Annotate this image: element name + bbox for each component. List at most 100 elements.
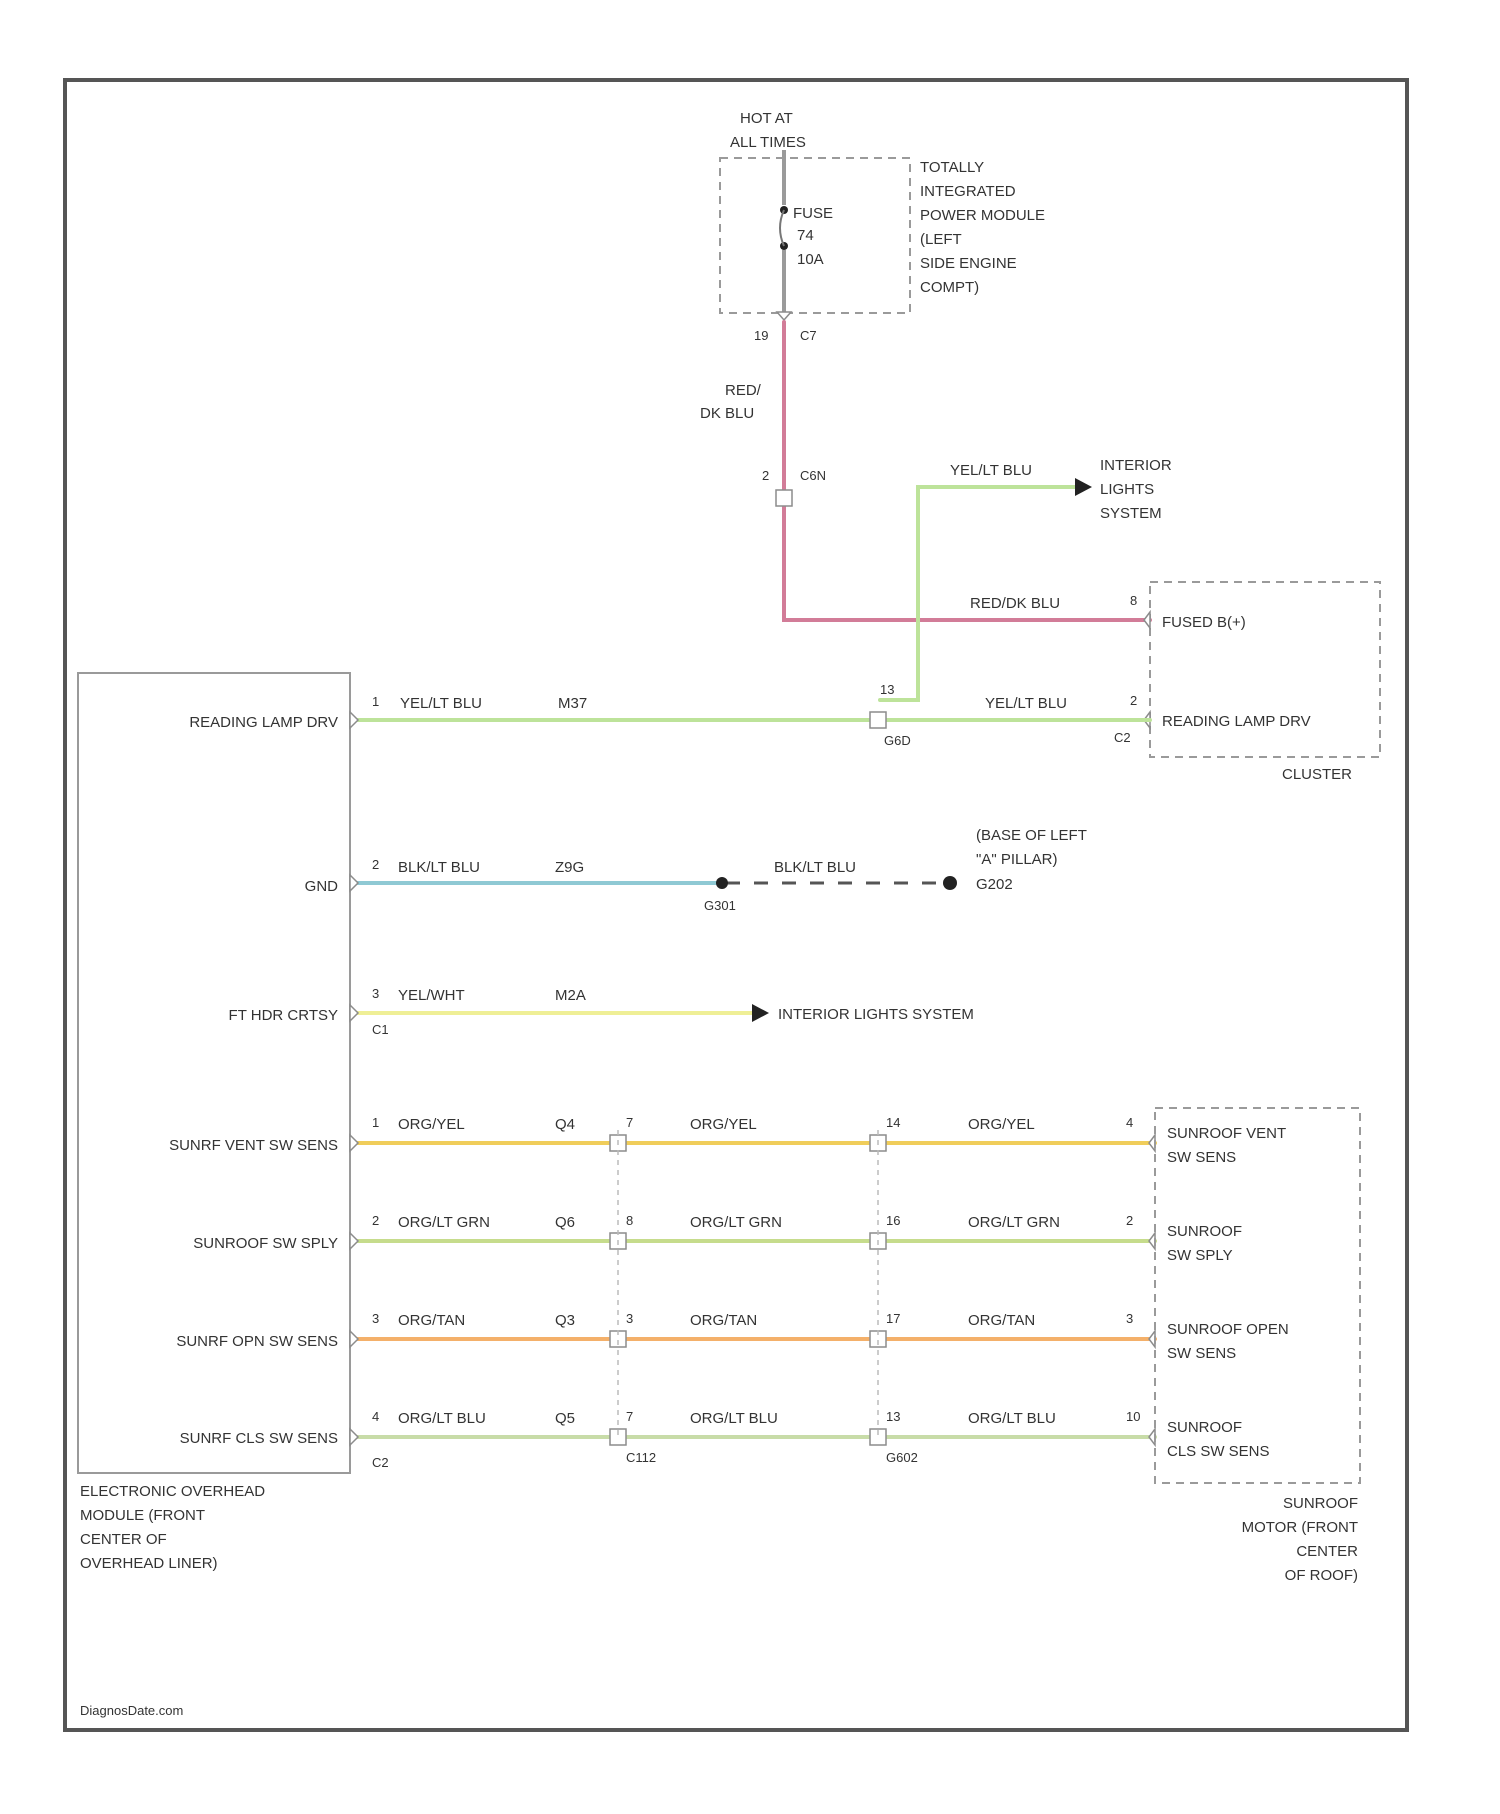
crtsy-arrow (752, 1004, 769, 1022)
tipm-label-4: (LEFT (920, 231, 962, 248)
reading-pin: 1 (372, 694, 379, 709)
gnd-pin: 2 (372, 857, 379, 872)
cluster-fused-b: FUSED B(+) (1162, 614, 1246, 631)
tipm-pin (777, 312, 791, 320)
sunroof-wire-3-color-a: ORG/TAN (398, 1312, 465, 1329)
sunroof-wire-1-pin-c: 14 (886, 1115, 900, 1130)
sunroof-wire-3-pin-a: 3 (372, 1311, 379, 1326)
sunroof-wire-4-color-a: ORG/LT BLU (398, 1410, 486, 1427)
cluster-pin-2: 2 (1130, 693, 1137, 708)
gnd-circuit: Z9G (555, 859, 584, 876)
sunroof-wire-4-pin-d: 10 (1126, 1409, 1140, 1424)
sunroof-wire-3-color-c: ORG/TAN (968, 1312, 1035, 1329)
module-pin-3-shape (350, 1005, 358, 1021)
motor-pin3-l1: SUNROOF OPEN (1167, 1321, 1289, 1338)
red-wire-label-1: RED/ (725, 382, 762, 399)
motor-pin2-l1: SUNROOF (1167, 1223, 1242, 1240)
ils-branch: YEL/LT BLU INTERIOR LIGHTS SYSTEM (880, 457, 1172, 700)
sunroof-wire-1-pin-a: 1 (372, 1115, 379, 1130)
sunroof-wire-4-color-b: ORG/LT BLU (690, 1410, 778, 1427)
sunroof-module-pin-3 (350, 1331, 358, 1347)
sunroof-module-pin-2 (350, 1233, 358, 1249)
module-pin-label-5: SUNROOF SW SPLY (193, 1235, 338, 1252)
g6d-splice (870, 712, 886, 728)
tipm-pin-number: 19 (754, 328, 768, 343)
sunroof-wire-2-color-c: ORG/LT GRN (968, 1214, 1060, 1231)
bottom-conn-g602: G602 (886, 1450, 918, 1465)
motor-pin1-l2: SW SENS (1167, 1149, 1236, 1166)
fuse-block: HOT AT ALL TIMES FUSE 74 10A TOTALLY INT… (720, 110, 1045, 343)
module-pin-label-6: SUNRF OPN SW SENS (176, 1333, 338, 1350)
motor-pin3-l2: SW SENS (1167, 1345, 1236, 1362)
motor-name-2: MOTOR (FRONT (1242, 1519, 1358, 1536)
g301-splice (716, 877, 728, 889)
reading-lamp-wire: 1 YEL/LT BLU M37 13 G6D YEL/LT BLU (350, 682, 1150, 748)
module-pin-1-shape (350, 712, 358, 728)
crtsy-dest: INTERIOR LIGHTS SYSTEM (778, 1006, 974, 1023)
sunroof-wire-1-pin-d: 4 (1126, 1115, 1133, 1130)
module-pin-label-1: READING LAMP DRV (189, 714, 338, 731)
ils-arrow (1075, 478, 1092, 496)
sunroof-wire-2-pin-a: 2 (372, 1213, 379, 1228)
sunroof-wire-2-color-a: ORG/LT GRN (398, 1214, 490, 1231)
g6d-name: G6D (884, 733, 911, 748)
module-name-3: CENTER OF (80, 1531, 167, 1548)
cluster: FUSED B(+) READING LAMP DRV 2 C2 CLUSTER (1114, 582, 1380, 783)
module-pin-label-7: SUNRF CLS SW SENS (180, 1430, 338, 1447)
hot-label-2: ALL TIMES (730, 134, 806, 151)
c6n-name: C6N (800, 468, 826, 483)
sunroof-wire-3-pin-c: 17 (886, 1311, 900, 1326)
sunroof-wire-3-circuit: Q3 (555, 1312, 575, 1329)
sunroof-wire-3-color-b: ORG/TAN (690, 1312, 757, 1329)
ils-dest-1: INTERIOR (1100, 457, 1172, 474)
module-name-1: ELECTRONIC OVERHEAD (80, 1483, 265, 1500)
sunroof-wire-4-pin-a: 4 (372, 1409, 379, 1424)
ils-branch-path (880, 487, 1075, 700)
g202-ground (943, 876, 957, 890)
g6d-pin: 13 (880, 682, 894, 697)
reading-right-color: YEL/LT BLU (985, 695, 1067, 712)
module-pin-label-3: FT HDR CRTSY (229, 1007, 338, 1024)
crtsy-circuit: M2A (555, 987, 586, 1004)
tipm-box (720, 158, 910, 313)
motor-name-1: SUNROOF (1283, 1495, 1358, 1512)
cluster-pin-8: 8 (1130, 593, 1137, 608)
red-wire: RED/ DK BLU 2 C6N RED/DK BLU 8 (700, 322, 1150, 620)
crtsy-conn: C1 (372, 1022, 389, 1037)
c6n-pin: 2 (762, 468, 769, 483)
tipm-connector: C7 (800, 328, 817, 343)
motor-pin2-l2: SW SPLY (1167, 1247, 1233, 1264)
module-name-4: OVERHEAD LINER) (80, 1555, 218, 1572)
motor-pin1-l1: SUNROOF VENT (1167, 1125, 1286, 1142)
tipm-label-6: COMPT) (920, 279, 979, 296)
sunroof-wire-3-pin-d: 3 (1126, 1311, 1133, 1326)
module-pin-2-shape (350, 875, 358, 891)
ils-dest-3: SYSTEM (1100, 505, 1162, 522)
sunroof-wire-2-circuit: Q6 (555, 1214, 575, 1231)
ground-note-1: (BASE OF LEFT (976, 827, 1087, 844)
fuse-symbol (780, 210, 784, 246)
overhead-module: READING LAMP DRV GND FT HDR CRTSY SUNRF … (78, 673, 350, 1572)
fuse-number: 74 (797, 227, 814, 244)
tipm-label-2: INTEGRATED (920, 183, 1016, 200)
sunroof-wire-4-circuit: Q5 (555, 1410, 575, 1427)
sunroof-wire-3-pin-b: 3 (626, 1311, 633, 1326)
tipm-label-5: SIDE ENGINE (920, 255, 1017, 272)
footer-watermark: DiagnosDate.com (80, 1703, 183, 1718)
sunroof-wire-2-color-b: ORG/LT GRN (690, 1214, 782, 1231)
module-name-2: MODULE (FRONT (80, 1507, 205, 1524)
g301-name: G301 (704, 898, 736, 913)
ils-branch-label: YEL/LT BLU (950, 462, 1032, 479)
sunroof-module-pin-1 (350, 1135, 358, 1151)
cluster-name: CLUSTER (1282, 766, 1352, 783)
reading-color: YEL/LT BLU (400, 695, 482, 712)
hot-label-1: HOT AT (740, 110, 793, 127)
cluster-reading-lamp: READING LAMP DRV (1162, 713, 1311, 730)
cluster-box (1150, 582, 1380, 757)
ground-note-2: "A" PILLAR) (976, 851, 1058, 868)
sunroof-wire-4-pin-b: 7 (626, 1409, 633, 1424)
sunroof-motor: SUNROOF VENT SW SENS SUNROOF SW SPLY SUN… (1155, 1108, 1360, 1584)
motor-name-3: CENTER (1296, 1543, 1358, 1560)
red-wire-cluster-label: RED/DK BLU (970, 595, 1060, 612)
